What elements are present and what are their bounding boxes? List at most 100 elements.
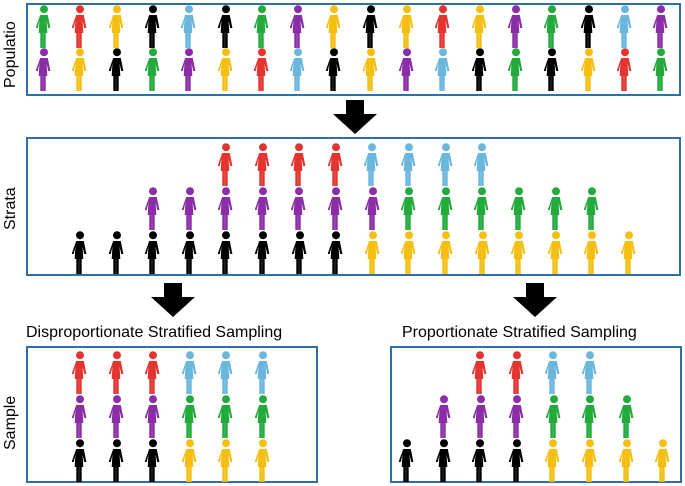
person-icon xyxy=(544,48,559,91)
person-icon xyxy=(72,395,87,438)
person-icon xyxy=(326,5,341,48)
person-icon xyxy=(181,351,197,394)
person-icon xyxy=(291,143,306,186)
person-icon xyxy=(217,48,232,91)
person-icon xyxy=(435,48,450,91)
person-icon xyxy=(255,231,270,274)
person-icon xyxy=(545,351,560,394)
person-icon xyxy=(472,395,487,438)
person-icon xyxy=(508,439,524,482)
person-icon xyxy=(582,439,597,482)
person-icon xyxy=(584,231,599,274)
person-icon xyxy=(474,143,489,186)
person-icon xyxy=(218,231,233,274)
person-icon xyxy=(254,143,269,186)
down-arrow-icon xyxy=(151,283,195,317)
person-icon xyxy=(438,231,453,274)
person-icon xyxy=(584,187,599,230)
person-icon xyxy=(471,5,486,48)
person-icon xyxy=(655,439,670,482)
person-icon xyxy=(401,143,416,186)
person-icon xyxy=(218,351,233,394)
person-icon xyxy=(474,231,489,274)
person-icon xyxy=(255,439,270,482)
disproportionate-heading: Disproportionate Stratified Sampling xyxy=(26,324,283,341)
person-icon xyxy=(435,439,450,482)
person-icon xyxy=(511,187,526,230)
person-icon xyxy=(145,351,160,394)
person-icon xyxy=(108,351,123,394)
person-icon xyxy=(144,5,160,48)
person-icon xyxy=(145,231,160,274)
person-icon xyxy=(362,48,378,91)
person-icon xyxy=(72,5,87,48)
person-icon xyxy=(290,48,305,91)
person-icon xyxy=(362,5,378,48)
disproportionate-sample-panel xyxy=(26,346,318,483)
person-icon xyxy=(255,351,270,394)
proportionate-heading: Proportionate Stratified Sampling xyxy=(402,324,637,341)
person-icon xyxy=(108,439,123,482)
person-icon xyxy=(653,48,668,91)
person-icon xyxy=(144,48,160,91)
proportionate-sample-panel xyxy=(390,346,682,483)
person-icon xyxy=(291,187,306,230)
person-icon xyxy=(328,231,343,274)
person-icon xyxy=(181,5,196,48)
person-icon xyxy=(255,395,270,438)
person-icon xyxy=(36,5,51,48)
person-icon xyxy=(181,439,197,482)
person-icon xyxy=(108,5,123,48)
person-icon xyxy=(508,351,523,394)
person-icon xyxy=(618,439,633,482)
person-icon xyxy=(401,231,416,274)
person-icon xyxy=(547,187,562,230)
person-icon xyxy=(399,5,414,48)
person-icon xyxy=(437,143,452,186)
down-arrow-icon xyxy=(333,100,377,134)
person-icon xyxy=(621,231,636,274)
person-icon xyxy=(253,48,269,91)
person-icon xyxy=(581,351,597,394)
person-icon xyxy=(580,5,595,48)
person-icon xyxy=(545,395,561,438)
person-icon xyxy=(145,187,160,230)
person-icon xyxy=(326,48,341,91)
person-icon xyxy=(653,5,668,48)
person-icon xyxy=(218,439,233,482)
strata-label: Strata xyxy=(2,187,19,230)
person-icon xyxy=(218,143,233,186)
person-icon xyxy=(472,439,487,482)
person-icon xyxy=(253,5,269,48)
person-icon xyxy=(72,439,87,482)
person-icon xyxy=(218,395,233,438)
person-icon xyxy=(72,351,87,394)
person-icon xyxy=(254,187,270,230)
person-icon xyxy=(509,395,524,438)
down-arrow-icon xyxy=(513,283,557,317)
person-icon xyxy=(328,187,343,230)
person-icon xyxy=(291,231,306,274)
population-label: Populatio xyxy=(2,21,19,88)
strata-panel xyxy=(26,137,681,276)
person-icon xyxy=(401,187,416,230)
person-icon xyxy=(544,5,559,48)
person-icon xyxy=(181,395,197,438)
person-icon xyxy=(511,231,526,274)
person-icon xyxy=(582,395,597,438)
person-icon xyxy=(399,48,414,91)
person-icon xyxy=(545,439,560,482)
person-icon xyxy=(327,143,343,186)
population-panel xyxy=(26,3,681,96)
person-icon xyxy=(616,5,632,48)
person-icon xyxy=(72,231,87,274)
person-icon xyxy=(218,187,233,230)
person-icon xyxy=(436,395,451,438)
person-icon xyxy=(507,48,523,91)
person-icon xyxy=(435,5,450,48)
person-icon xyxy=(36,48,51,91)
person-icon xyxy=(145,439,160,482)
person-icon xyxy=(547,231,563,274)
person-icon xyxy=(108,231,123,274)
person-icon xyxy=(181,187,196,230)
